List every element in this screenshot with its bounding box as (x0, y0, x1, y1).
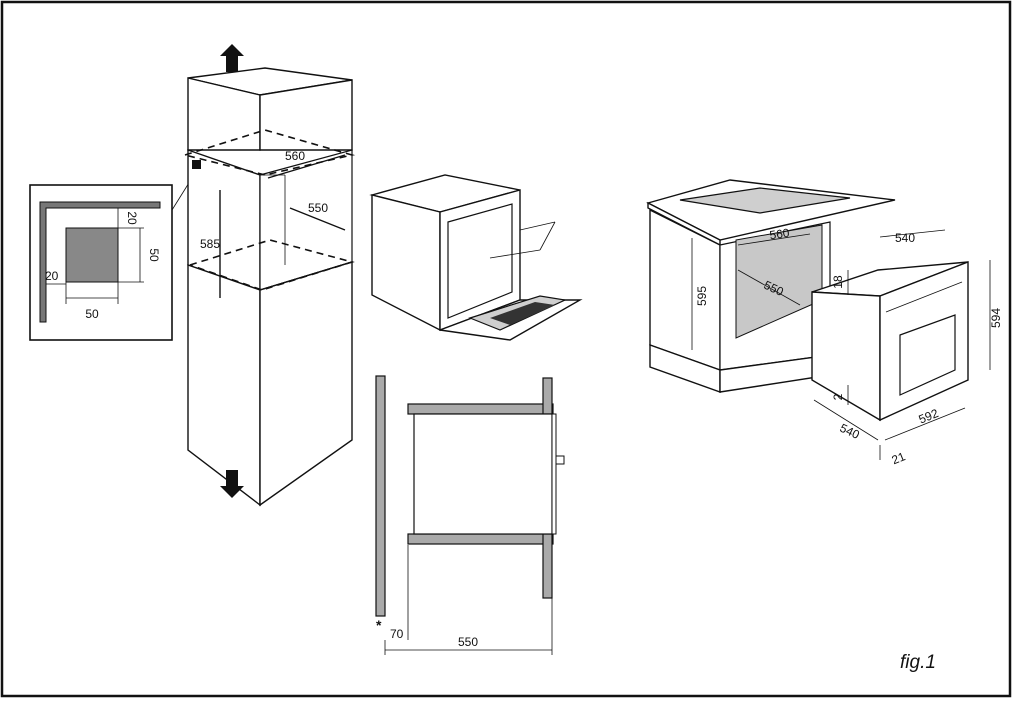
oven-small-top-label: 18 (831, 275, 845, 289)
niche-width-label: 560 (769, 226, 791, 243)
inset-label-bottom: 50 (85, 307, 99, 321)
bracket-square (65, 227, 119, 283)
inset-label-top: 20 (125, 211, 139, 225)
oven-small-bottom-label: 2 (831, 393, 845, 400)
oven-open-door (369, 174, 583, 341)
section-view: * 70 550 (375, 375, 565, 655)
cabinet-height-label: 585 (200, 237, 220, 251)
section-wall (375, 375, 386, 617)
inset-label-side: 50 (147, 248, 161, 262)
cabinet-depth-label: 550 (308, 201, 328, 215)
niche-height-label: 595 (695, 286, 709, 306)
base-vent-arrow-icon (220, 470, 244, 498)
cabinet-width-label: 560 (285, 149, 305, 163)
figure-caption: fig.1 (900, 652, 936, 673)
oven-height-label: 594 (989, 308, 1003, 328)
section-note-marker: * (376, 617, 382, 633)
corner-profile (39, 201, 161, 323)
oven-panel-label: 21 (890, 449, 908, 467)
inset-label-left: 20 (45, 269, 59, 283)
oven-dimensions: 540 18 594 2 540 592 21 (811, 229, 1003, 467)
section-gap-label: 70 (390, 627, 404, 641)
oven-top-depth-label: 540 (895, 231, 915, 245)
section-depth-label: 550 (458, 635, 478, 649)
vent-arrow-icon (220, 44, 244, 72)
tall-cabinet: 560 550 585 (184, 44, 356, 507)
detail-inset: 20 50 20 50 (29, 169, 198, 341)
under-counter-installation: 560 550 595 (646, 179, 896, 393)
